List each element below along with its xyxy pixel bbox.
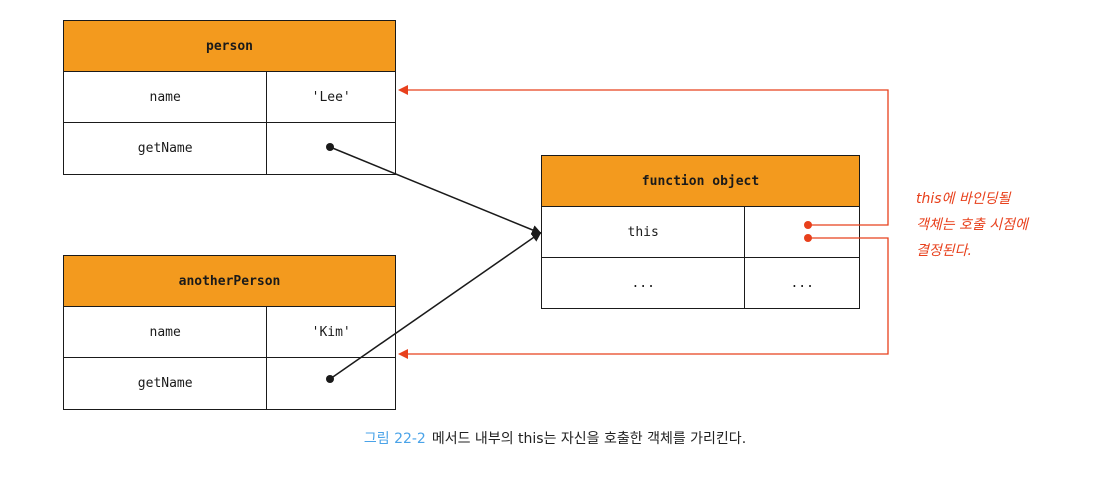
- this-to-person-line: [398, 85, 889, 226]
- function-object: function object this ... ...: [541, 155, 860, 309]
- person-name-key: name: [64, 72, 268, 122]
- another-person-getname-key: getName: [64, 358, 268, 409]
- another-person-object: anotherPerson name 'Kim' getName: [63, 255, 396, 410]
- another-person-getname-line: [329, 231, 542, 380]
- this-to-person-arrow: [398, 85, 889, 229]
- person-object: person name 'Lee' getName: [63, 20, 396, 175]
- person-name-value: 'Lee': [311, 89, 351, 105]
- annotation-line-2: 객체는 호출 시점에: [916, 217, 1028, 233]
- person-getname-line: [329, 146, 542, 235]
- function-object-row-this: this: [542, 207, 859, 258]
- this-binding-annotation: this에 바인딩될 객체는 호출 시점에 결정된다.: [916, 186, 1106, 264]
- function-object-row-ellipsis: ... ...: [542, 258, 859, 309]
- this-to-another-person-arrow: [398, 234, 889, 359]
- another-person-getname-arrow: [326, 231, 542, 383]
- another-person-row-getname: getName: [64, 358, 395, 409]
- person-getname-arrow: [326, 143, 542, 235]
- function-object-ellipsis-value: ...: [790, 276, 814, 291]
- another-person-header: anotherPerson: [64, 256, 395, 307]
- another-person-name-key: name: [64, 307, 268, 357]
- person-getname-key: getName: [64, 123, 268, 174]
- figure-caption-text: 메서드 내부의 this는 자신을 호출한 객체를 가리킨다.: [431, 431, 747, 447]
- person-row-getname: getName: [64, 123, 395, 174]
- figure-caption: 그림 22-2 메서드 내부의 this는 자신을 호출한 객체를 가리킨다.: [0, 428, 1110, 448]
- figure-label: 그림 22-2: [363, 431, 426, 447]
- function-object-this-key: this: [542, 207, 746, 257]
- annotation-line-1: this에 바인딩될: [916, 191, 1011, 207]
- annotation-line-3: 결정된다.: [916, 243, 972, 259]
- this-to-another-person-line: [398, 237, 889, 359]
- person-row-name: name 'Lee': [64, 72, 395, 123]
- function-object-header: function object: [542, 156, 859, 207]
- person-header: person: [64, 21, 395, 72]
- another-person-name-value: 'Kim': [311, 324, 351, 340]
- function-object-ellipsis-key: ...: [542, 258, 746, 309]
- another-person-row-name: name 'Kim': [64, 307, 395, 358]
